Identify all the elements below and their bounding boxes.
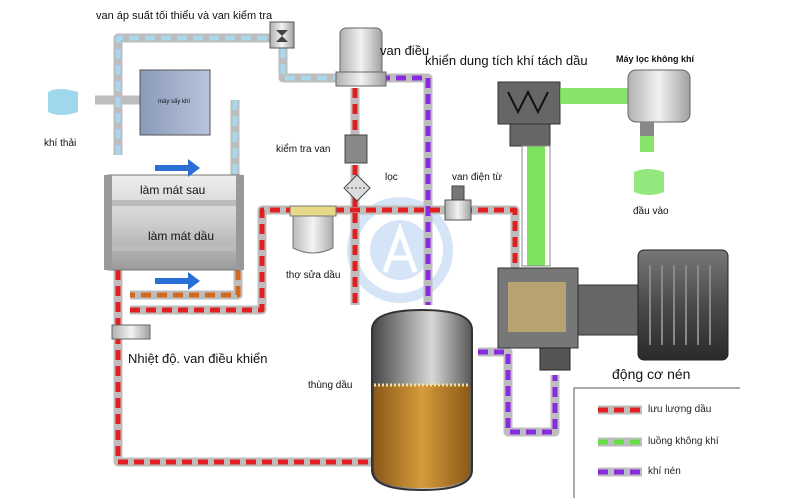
label-oil-filter: thợ sửa dầu (286, 270, 341, 281)
min-pressure-valve-icon (269, 21, 295, 49)
legend-label-oil: lưu lượng dầu (648, 404, 712, 415)
label-compressor-motor: động cơ nén (612, 366, 691, 382)
watermark-logo (347, 197, 453, 303)
label-oil-tank: thùng dầu (308, 380, 353, 391)
label-thermal-valve: Nhiệt độ. van điều khiển (128, 351, 268, 366)
label-control-valve: van điều (380, 43, 430, 58)
intake-valve-assembly (497, 81, 630, 267)
legend-label-air: luồng không khí (648, 436, 719, 447)
cooler-unit (104, 174, 244, 271)
label-solenoid-valve: van điện từ (452, 172, 503, 183)
air-dryer (139, 69, 211, 136)
oil-filter (289, 205, 337, 254)
exhaust-air-blob (48, 89, 78, 115)
label-dryer: máy sấy khí (158, 99, 191, 105)
separator-vessel (335, 27, 387, 87)
label-separator: khiển dung tích khí tách dầu (425, 53, 588, 68)
label-air-filter: Máy lọc không khí (616, 54, 695, 64)
oil-tank (371, 308, 473, 492)
label-oil-cooler: làm mát dầu (148, 229, 215, 243)
solenoid-valve-icon (444, 185, 472, 221)
label-check-valve: kiểm tra van (276, 144, 331, 155)
compressor-motor (497, 249, 729, 371)
legend-swatches (598, 405, 642, 477)
label-filter: lọc (385, 172, 398, 183)
filter-icon (343, 174, 371, 202)
legend-box (573, 387, 740, 498)
label-air-inlet: đầu vào (633, 206, 669, 217)
check-valve-icon (344, 134, 368, 164)
airflow-arrows (155, 159, 200, 290)
label-min-pressure-valve: van áp suất tối thiểu và van kiểm tra (96, 10, 273, 22)
label-after-cooler: làm mát sau (140, 183, 206, 197)
thermal-valve-icon (111, 324, 151, 340)
air-filter (627, 69, 691, 195)
label-exhaust: khí thải (44, 138, 77, 149)
legend-label-compressed-air: khí nén (648, 466, 681, 477)
